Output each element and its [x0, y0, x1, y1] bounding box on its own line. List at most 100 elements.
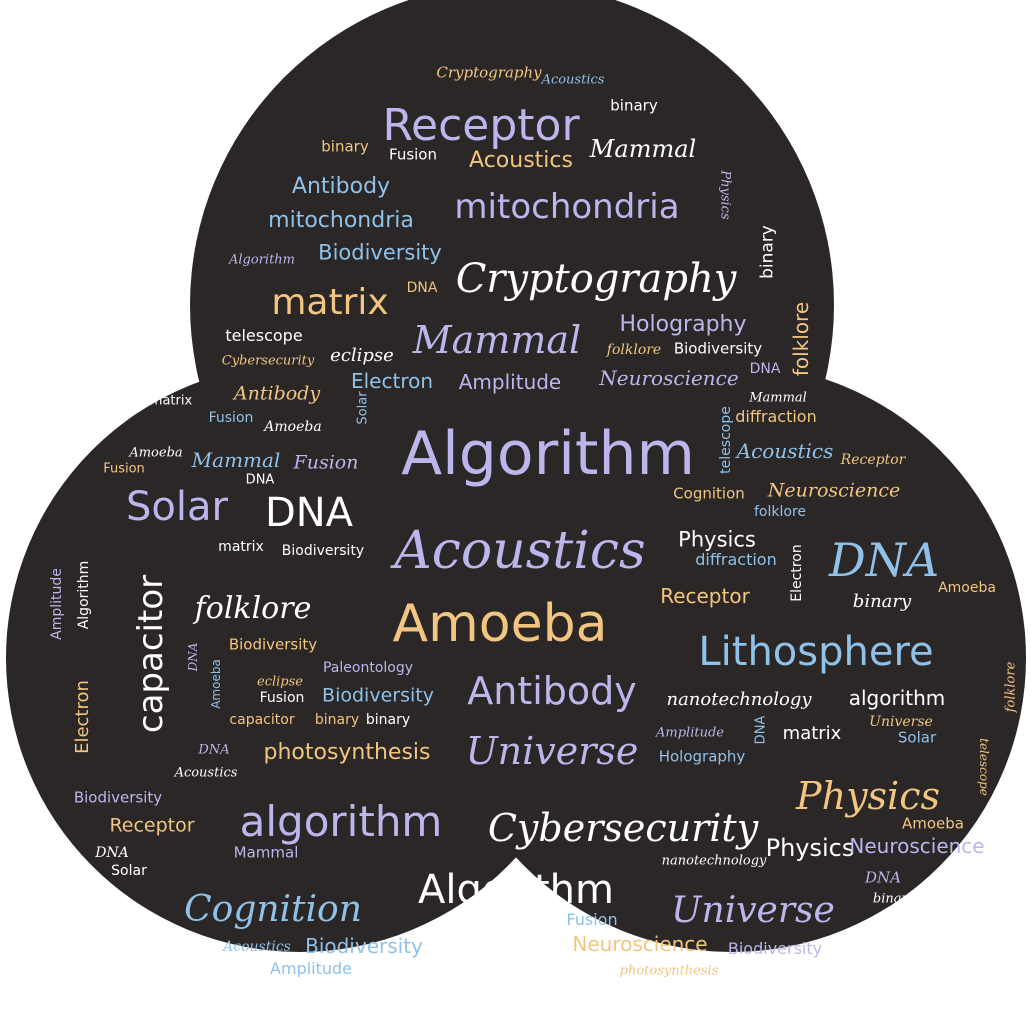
cloud-word: nanotechnology — [661, 853, 767, 869]
cloud-word: DNA — [95, 845, 129, 861]
cloud-word: Mammal — [233, 843, 299, 862]
cloud-word: Universe — [465, 729, 639, 773]
cloud-word: Biodiversity — [281, 543, 365, 559]
cloud-word: Electron — [789, 544, 805, 602]
cloud-word: matrix — [782, 723, 842, 744]
cloud-word: binary — [757, 225, 778, 279]
cloud-word: matrix — [218, 539, 264, 555]
cloud-word: Amoeba — [938, 580, 996, 596]
cloud-word: Physics — [717, 170, 733, 220]
cloud-word: matrix — [149, 393, 193, 409]
cloud-word: Cybersecurity — [221, 353, 315, 369]
cloud-word: Cryptography — [455, 256, 737, 302]
cloud-word: mitochondria — [454, 187, 680, 227]
cloud-word: Mammal — [749, 390, 807, 406]
cloud-word: Acoustics — [541, 72, 605, 88]
cloud-word: diffraction — [735, 407, 817, 426]
cloud-word: Biodiversity — [305, 934, 423, 958]
cloud-word: Antibody — [233, 382, 321, 405]
cloud-word: DNA — [186, 642, 200, 672]
cloud-word: Mammal — [589, 135, 697, 163]
cloud-word: Fusion — [389, 145, 437, 164]
cloud-word: algorithm — [848, 686, 946, 710]
cloud-word: folklore — [1003, 661, 1019, 713]
cloud-word: Amoeba — [392, 594, 608, 654]
cloud-word: Fusion — [566, 910, 618, 929]
cloud-word: binary — [610, 96, 658, 115]
cloud-word: Amoeba — [264, 419, 322, 435]
cloud-lobe — [6, 364, 594, 952]
cloud-word: telescope — [977, 738, 991, 796]
cloud-word: Biodiversity — [727, 939, 823, 958]
cloud-word: Amoeba — [902, 814, 964, 833]
cloud-word: Biodiversity — [673, 339, 763, 358]
cloud-word: eclipse — [257, 674, 303, 690]
cloud-word: Amoeba — [129, 445, 183, 461]
cloud-word: Cognition — [184, 889, 362, 930]
cloud-word: DNA — [753, 715, 769, 745]
cloud-word: Biodiversity — [73, 788, 163, 807]
cloud-word: Fusion — [293, 451, 359, 474]
cloud-word: Receptor — [840, 452, 906, 468]
cloud-word: Electron — [350, 369, 434, 393]
cloud-word: Receptor — [660, 584, 750, 608]
cloud-word: photosynthesis — [619, 963, 719, 979]
cloud-word: Solar — [897, 728, 937, 747]
cloud-word: DNA — [198, 742, 230, 758]
cloud-word: Acoustics — [469, 148, 573, 173]
cloud-word: Algorithm — [229, 252, 295, 268]
cloud-word: Mammal — [191, 448, 281, 472]
cloud-word: Universe — [869, 714, 933, 730]
cloud-word: Receptor — [109, 814, 195, 837]
cloud-word: Solar — [355, 391, 371, 425]
cloud-word: Acoustics — [394, 521, 646, 581]
cloud-word: eclipse — [330, 345, 394, 366]
cloud-word: folklore — [789, 301, 813, 377]
cloud-word: Antibody — [291, 174, 391, 199]
cloud-word: Lithosphere — [698, 629, 934, 675]
cloud-word: Electron — [72, 680, 93, 754]
cloud-word: Neuroscience — [849, 834, 985, 858]
cloud-word: Biodiversity — [322, 684, 434, 707]
cloud-word: telescope — [718, 406, 734, 474]
cloud-fill — [6, 0, 1026, 952]
cloud-word: Universe — [671, 890, 835, 931]
cloud-word: binary — [872, 891, 916, 907]
cloud-word: capacitor — [229, 712, 295, 728]
cloud-word: Neuroscience — [599, 366, 739, 390]
cloud-word: Biodiversity — [318, 240, 442, 265]
cloud-word: Paleontology — [322, 660, 414, 676]
cloud-word: Physics — [678, 527, 756, 552]
cloud-word: telescope — [225, 326, 303, 345]
cloud-word: Solar — [111, 863, 147, 879]
cloud-word: Mammal — [412, 318, 582, 362]
cloud-word: DNA — [264, 490, 354, 536]
cloud-word: Receptor — [382, 100, 580, 151]
cloud-word: Amplitude — [270, 959, 352, 978]
cloud-word: Physics — [796, 774, 940, 818]
cloud-word: Neuroscience — [767, 479, 901, 502]
cloud-word: Algorithm — [76, 560, 92, 630]
cloud-word: Amplitude — [49, 568, 65, 640]
cloud-word: Acoustics — [736, 439, 834, 463]
cloud-word: folklore — [606, 342, 662, 358]
cloud-word: Algorithm — [418, 867, 614, 913]
cloud-word: Fusion — [259, 690, 305, 706]
cloud-word: Antibody — [467, 669, 637, 713]
cloud-word: Amplitude — [458, 370, 562, 394]
cloud-word: photosynthesis — [263, 740, 431, 765]
cloud-word: Cognition — [673, 484, 745, 503]
cloud-word: Fusion — [103, 461, 145, 477]
cloud-word: Cybersecurity — [487, 806, 759, 850]
cloud-word: DNA — [828, 533, 940, 587]
cloud-word: binary — [852, 591, 912, 612]
cloud-word: Amoeba — [209, 659, 223, 709]
cloud-word: DNA — [245, 472, 275, 488]
cloud-word: binary — [365, 712, 411, 728]
cloud-word: Holography — [658, 747, 746, 766]
cloud-word: algorithm — [239, 797, 443, 846]
cloud-word: Acoustics — [223, 939, 291, 955]
